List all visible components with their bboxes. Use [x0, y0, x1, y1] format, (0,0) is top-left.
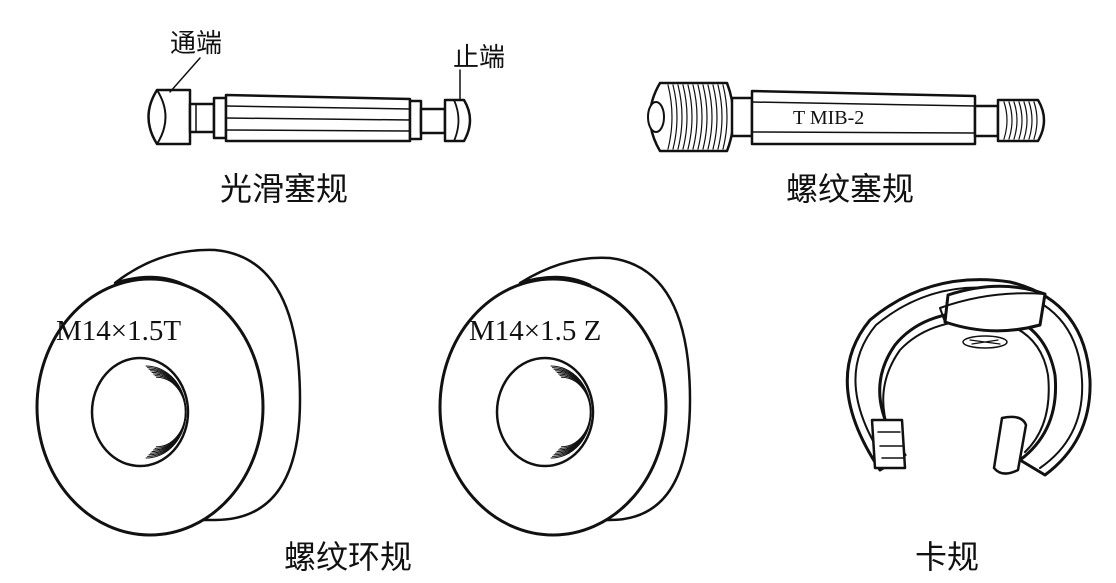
snap-gauge: 卡规 [845, 278, 1092, 576]
thread-ring-gauge-no-go: M14×1.5 Z [438, 256, 692, 537]
snap-gauge-caption: 卡规 [915, 538, 979, 576]
no-go-end-label: 止端 [453, 43, 505, 73]
thread-line [1033, 101, 1038, 140]
thread-line [1008, 101, 1013, 140]
bore-thread [561, 376, 591, 448]
thread-line [707, 84, 713, 150]
thread-line [697, 84, 703, 150]
thread-line [692, 84, 698, 150]
thread-line [712, 84, 718, 150]
bore-thread [156, 376, 186, 448]
thread-line [1013, 101, 1018, 140]
thread-line [687, 84, 693, 150]
thread-line [672, 84, 678, 150]
thread-line [1028, 101, 1033, 140]
thread-line [1023, 101, 1028, 140]
no-go-ring-marking: M14×1.5 Z [469, 315, 601, 347]
thread-plug-gauge: T MIB-2 螺纹塞规 [647, 81, 1046, 208]
thread-plug-gauge-caption: 螺纹塞规 [786, 170, 914, 208]
thread-line [722, 84, 728, 150]
thread-line [717, 84, 723, 150]
thread-line [1003, 101, 1008, 140]
plain-plug-gauge-caption: 光滑塞规 [220, 170, 348, 208]
thread-line [1018, 101, 1023, 140]
thread-line [682, 84, 688, 150]
thread-line [677, 84, 683, 150]
plain-plug-gauge: 通端 止端 光滑塞规 [147, 29, 505, 208]
thread-line [702, 84, 708, 150]
thread-ring-gauge-go: M14×1.5T [35, 248, 302, 537]
thread-ring-gauge-caption: 螺纹环规 [284, 538, 412, 576]
go-end-label: 通端 [170, 29, 222, 59]
thread-line [667, 84, 673, 150]
go-ring-marking: M14×1.5T [56, 315, 181, 347]
thread-plug-marking: T MIB-2 [793, 107, 864, 129]
